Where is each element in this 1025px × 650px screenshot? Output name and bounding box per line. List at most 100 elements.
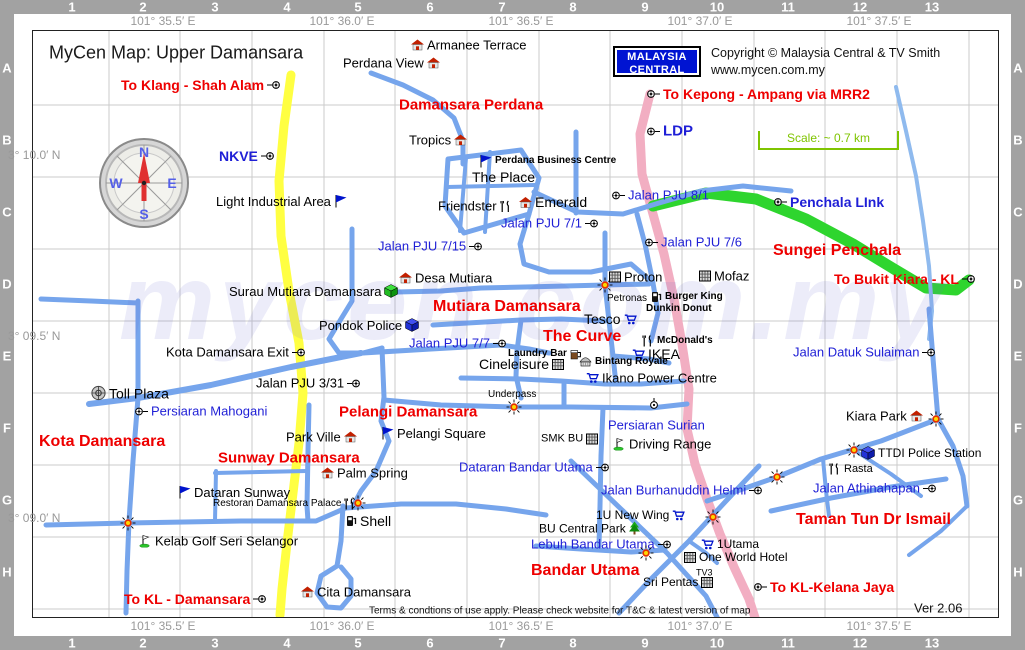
- grid-column-label: 6: [426, 0, 434, 15]
- map-label: Penchala LInk: [773, 195, 884, 209]
- map-label: Perdana Business Centre: [479, 154, 616, 168]
- golf-icon: [613, 438, 626, 451]
- map-label-text: 1Utama: [717, 537, 760, 551]
- map-label-text: Cineleisure: [479, 356, 550, 372]
- map-label: Dunkin Donut: [646, 304, 712, 314]
- marker-icon: [134, 406, 148, 416]
- map-label: Jalan PJU 7/1: [501, 217, 599, 230]
- map-label: To KL - Damansara: [124, 592, 267, 606]
- map-label-text: To Klang - Shah Alam: [121, 77, 265, 93]
- map-label-text: To KL - Damansara: [124, 591, 251, 607]
- map-label-text: Rasta: [844, 462, 873, 475]
- grid-column-label: 11: [781, 635, 795, 650]
- road: [926, 306, 941, 422]
- marker-icon: [253, 594, 267, 604]
- cube-blue-icon: [861, 446, 875, 460]
- map-label: One World Hotel: [684, 551, 787, 563]
- map-label: Jalan PJU 7/7: [409, 337, 507, 350]
- sungei-penchala-river: [894, 85, 934, 341]
- road: [634, 211, 656, 286]
- marker-icon: [584, 218, 599, 228]
- map-label-text: LDP: [663, 122, 693, 140]
- map-label-text: Persiaran Mahogani: [151, 403, 268, 419]
- map-label-text: Underpass: [488, 389, 537, 400]
- map-label-text: Cita Damansara: [317, 584, 411, 600]
- road: [213, 469, 309, 475]
- marker-icon: [611, 190, 625, 200]
- grid-column-label: 9: [641, 0, 649, 15]
- road: [43, 501, 549, 528]
- map-label-text: Perdana View: [343, 55, 424, 71]
- logo-line1: MALAYSIA: [627, 51, 687, 63]
- traffic-junction-icon: [350, 495, 366, 511]
- grid-column-label: 3: [211, 635, 219, 650]
- map-label-text: Dataran Sunway: [194, 484, 291, 500]
- road: [483, 150, 492, 234]
- grid-column-label: 11: [781, 0, 795, 15]
- map-label-text: BU Central Park: [539, 521, 626, 535]
- map-label-text: Jalan PJU 7/1: [501, 215, 582, 231]
- map-label: The Curve: [543, 329, 621, 345]
- marker-icon: [922, 347, 936, 357]
- road: [687, 539, 719, 565]
- terms-text: Terms & condtions of use apply. Please c…: [369, 605, 751, 617]
- grid-row-label: B: [2, 132, 12, 148]
- road-node-icon: [649, 398, 659, 410]
- grid-icon: [699, 270, 711, 282]
- road: [445, 183, 537, 189]
- map-label-text: Perdana Business Centre: [495, 155, 617, 166]
- map-label-text: Jalan PJU 7/15: [378, 238, 467, 254]
- map-label: Underpass: [488, 390, 536, 400]
- map-label-text: Park Ville: [286, 429, 341, 445]
- copyright-text: Copyright © Malaysia Central & TV Smith: [711, 46, 941, 60]
- map-label-text: SMK BU: [541, 432, 584, 445]
- house-icon: [343, 431, 357, 443]
- latitude-label: 3° 10.0′ N: [8, 148, 61, 162]
- map-label-text: Kiara Park: [846, 408, 907, 424]
- grid-column-label: 10: [709, 0, 725, 15]
- house-icon: [909, 410, 923, 422]
- cart-icon: [672, 510, 686, 521]
- map-label-text: Penchala LInk: [790, 194, 885, 210]
- map-label-text: The Place: [472, 169, 536, 185]
- map-label-text: Jalan PJU 7/6: [661, 234, 742, 250]
- map-label-text: Toll Plaza: [109, 385, 169, 401]
- road: [334, 503, 346, 569]
- map-label: Rasta: [829, 463, 873, 475]
- map-label: Dataran Sunway: [178, 485, 290, 499]
- map-label: Damansara Perdana: [399, 98, 543, 113]
- map-label: TTDI Police Station: [861, 446, 981, 460]
- map-label-text: IKEA: [648, 346, 680, 362]
- map-label: Jalan PJU 3/31: [256, 377, 361, 390]
- map-label: Pelangi Square: [381, 426, 486, 440]
- cart-icon: [701, 539, 714, 550]
- grid-icon: [701, 576, 714, 588]
- marker-icon: [749, 485, 763, 495]
- grid-column-label: 1: [68, 635, 76, 650]
- map-label-text: Jalan Athinahapan: [813, 480, 920, 496]
- marker-icon: [492, 338, 507, 348]
- map-label: Sungei Penchala: [773, 243, 901, 259]
- marker-icon: [657, 539, 672, 549]
- map-label: Perdana View: [343, 57, 440, 70]
- map-label: The Place: [469, 170, 535, 184]
- map-label-text: Kota Damansara: [39, 433, 166, 450]
- grid-column-label: 7: [498, 635, 506, 650]
- marker-icon: [646, 126, 660, 136]
- map-label-text: Ikano Power Centre: [602, 370, 717, 386]
- map-label: Surau Mutiara Damansara: [229, 284, 399, 298]
- marker-icon: [347, 378, 361, 388]
- road: [602, 230, 619, 387]
- flag-icon: [381, 426, 394, 440]
- house-icon: [411, 39, 424, 51]
- map-label-text: TTDI Police Station: [878, 446, 982, 460]
- road: [123, 298, 141, 616]
- map-label-text: TV3: [696, 567, 713, 578]
- traffic-junction-icon: [506, 399, 522, 415]
- map-label: Tropics: [409, 134, 468, 147]
- map-label: 1Utama: [701, 538, 759, 550]
- grid-column-label: 2: [139, 635, 147, 650]
- map-label: Persiaran Mahogani: [134, 405, 267, 418]
- map-label: Proton: [609, 271, 662, 284]
- grid-column-label: 3: [211, 0, 219, 15]
